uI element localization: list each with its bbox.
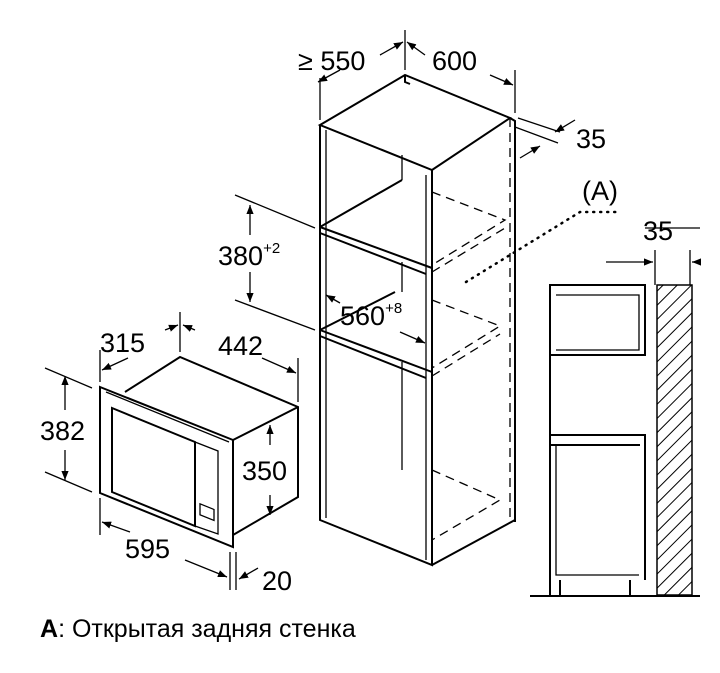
caption-key: A — [40, 615, 59, 643]
label-mw-body-height: 350 — [242, 456, 287, 486]
wall-hatch — [656, 284, 693, 596]
label-mw-body-width: 442 — [218, 331, 263, 361]
label-side-gap: 35 — [643, 216, 673, 246]
label-back-gap: 35 — [576, 124, 606, 154]
label-mw-height: 382 — [40, 416, 85, 446]
legend-caption: A: Открытая задняя стенка — [40, 615, 356, 644]
side-elevation — [530, 284, 700, 597]
label-mw-width: 595 — [125, 534, 170, 564]
microwave — [99, 355, 299, 549]
label-niche-width: 560+8 — [340, 300, 402, 331]
dimension-lines — [44, 30, 702, 590]
label-marker-a: (A) — [582, 176, 618, 206]
caption-text: : Открытая задняя стенка — [58, 615, 356, 643]
label-cabinet-width: 600 — [432, 46, 477, 76]
label-cabinet-depth: ≥ 550 — [298, 46, 365, 76]
label-niche-height: 380+2 — [218, 240, 280, 271]
tall-cabinet — [317, 73, 516, 567]
label-mw-frame: 20 — [262, 566, 292, 596]
label-mw-depth: 315 — [100, 328, 145, 358]
